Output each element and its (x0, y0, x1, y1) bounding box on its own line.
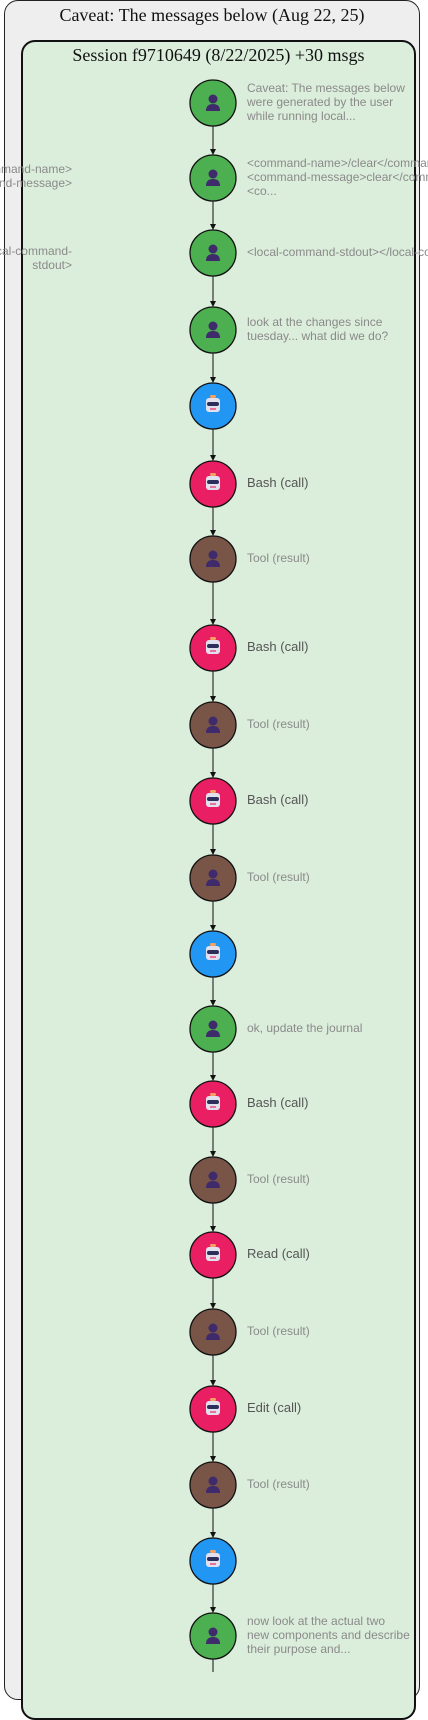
robot-icon (206, 1398, 220, 1415)
user-icon (206, 169, 220, 186)
user-icon (206, 1171, 220, 1188)
message-flow-diagram (189, 79, 237, 1672)
node-label: Bash (call) (247, 639, 309, 654)
robot-icon (206, 1550, 220, 1567)
message-node-result[interactable] (189, 535, 237, 583)
message-node-user[interactable] (189, 79, 237, 127)
node-label: Bash (call) (247, 792, 309, 807)
node-label: Tool (result) (247, 551, 310, 565)
user-icon (206, 869, 220, 886)
node-label: Tool (result) (247, 717, 310, 731)
node-label: Tool (result) (247, 1172, 310, 1186)
message-node-result[interactable] (189, 854, 237, 902)
robot-icon (206, 1244, 220, 1261)
message-node-result[interactable] (189, 1461, 237, 1509)
message-node-user[interactable] (189, 229, 237, 277)
robot-icon (206, 395, 220, 412)
node-label: Bash (call) (247, 1095, 309, 1110)
node-left-label: <command-name> <command-message> (0, 162, 72, 190)
user-icon (206, 1020, 220, 1037)
flow-layer: Caveat: The messages below were generate… (0, 79, 428, 1672)
message-node-assistant[interactable] (189, 930, 237, 978)
user-icon (206, 244, 220, 261)
message-node-call[interactable] (189, 1231, 237, 1279)
robot-icon (206, 473, 220, 490)
message-node-call[interactable] (189, 460, 237, 508)
outer-title: Caveat: The messages below (Aug 22, 25) (59, 5, 365, 25)
message-node-result[interactable] (189, 1156, 237, 1204)
message-node-user[interactable] (189, 1005, 237, 1053)
session-frame: Session f9710649 (8/22/2025) +30 msgs (21, 40, 416, 1720)
user-icon (206, 550, 220, 567)
robot-icon (206, 943, 220, 960)
user-icon (206, 1323, 220, 1340)
node-label: Tool (result) (247, 870, 310, 884)
message-node-assistant[interactable] (189, 382, 237, 430)
robot-icon (206, 637, 220, 654)
message-node-result[interactable] (189, 1308, 237, 1356)
node-label: Edit (call) (247, 1400, 302, 1415)
user-icon (206, 1476, 220, 1493)
session-title: Session f9710649 (8/22/2025) +30 msgs (72, 45, 365, 65)
message-node-call[interactable] (189, 1080, 237, 1128)
message-node-user[interactable] (189, 306, 237, 354)
node-label: Caveat: The messages below were generate… (247, 81, 405, 123)
robot-icon (206, 1093, 220, 1110)
node-label: ok, update the journal (247, 1021, 363, 1035)
node-label: Tool (result) (247, 1477, 310, 1491)
message-node-call[interactable] (189, 777, 237, 825)
node-label: now look at the actual two new component… (247, 1614, 410, 1656)
node-label: Bash (call) (247, 475, 309, 490)
user-icon (206, 1627, 220, 1644)
message-node-user[interactable] (189, 154, 237, 202)
message-node-call[interactable] (189, 1385, 237, 1433)
robot-icon (206, 790, 220, 807)
message-node-call[interactable] (189, 624, 237, 672)
node-label: Read (call) (247, 1246, 310, 1261)
node-label: look at the changes since tuesday... wha… (247, 315, 389, 343)
message-node-assistant[interactable] (189, 1537, 237, 1585)
message-node-user[interactable] (189, 1612, 237, 1660)
user-icon (206, 94, 220, 111)
node-label: <local-command-stdout></local-command-st… (247, 245, 428, 259)
node-left-label: <local-command-stdout> (0, 244, 72, 272)
user-icon (206, 716, 220, 733)
node-label: Tool (result) (247, 1324, 310, 1338)
user-icon (206, 321, 220, 338)
message-node-result[interactable] (189, 701, 237, 749)
node-label: <command-name>/clear</command-name> <com… (247, 156, 428, 198)
